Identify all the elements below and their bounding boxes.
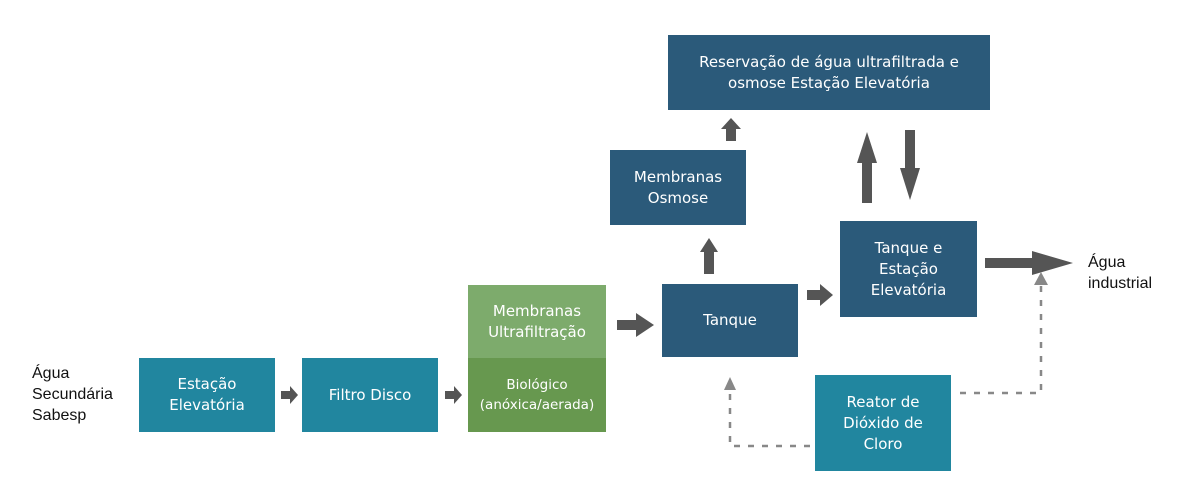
node-reator-dioxido-cloro: Reator de Dióxido de Cloro [815, 375, 951, 471]
dashed-line-reator-to-tanque [728, 390, 810, 448]
dashed-line-reator-to-industrial [960, 285, 1043, 395]
arrow-down-to-tanque-estacao [900, 130, 920, 200]
arrow-tanque-to-osmose [700, 238, 718, 274]
dashed-arrowhead-tanque [724, 377, 736, 390]
input-label-agua-secundaria: Água Secundária Sabesp [32, 365, 113, 424]
arrow-uf-to-tanque [617, 313, 654, 337]
arrow-filtro-to-biologico [445, 386, 462, 404]
arrow-estacao-to-filtro [281, 386, 298, 404]
node-biologico: Biológico (anóxica/aerada) [468, 358, 606, 432]
node-filtro-disco: Filtro Disco [302, 358, 438, 432]
node-estacao-elevatoria: Estação Elevatória [139, 358, 275, 432]
node-reservacao: Reservação de água ultrafiltrada e osmos… [668, 35, 990, 110]
dashed-arrowhead-industrial [1034, 272, 1048, 285]
arrow-to-agua-industrial [985, 251, 1073, 275]
node-membranas-osmose: Membranas Osmose [610, 150, 746, 225]
arrow-up-to-reservacao [857, 132, 877, 203]
arrow-tanque-to-tanque-estacao [807, 284, 833, 306]
node-membranas-ultrafiltracao: Membranas Ultrafiltração [468, 285, 606, 358]
arrow-osmose-to-reservacao [721, 118, 741, 141]
node-tanque-estacao-elevatoria: Tanque e Estação Elevatória [840, 221, 977, 317]
node-tanque: Tanque [662, 284, 798, 357]
output-label-agua-industrial: Água industrial [1088, 254, 1153, 292]
